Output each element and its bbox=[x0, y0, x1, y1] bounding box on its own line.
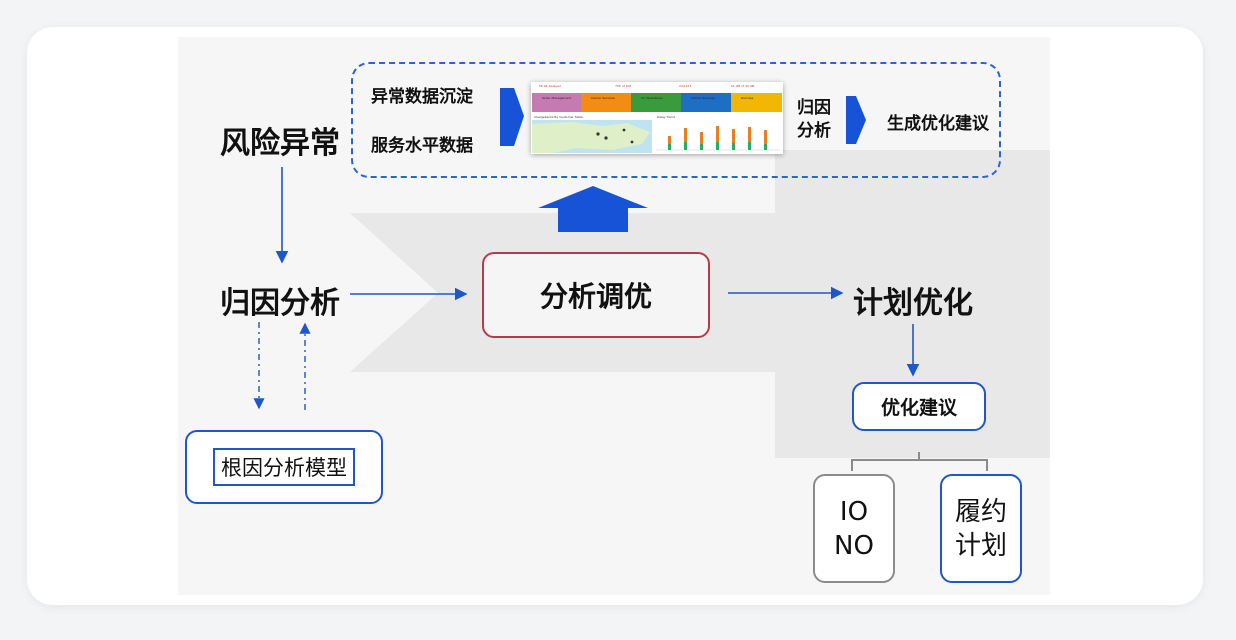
label-service-level-data: 服务水平数据 bbox=[371, 136, 473, 156]
dashboard-tile: Air Operations bbox=[631, 93, 681, 112]
dashboard-charts bbox=[532, 120, 780, 153]
panel-chevron-2 bbox=[846, 96, 866, 144]
node-plan-optimization: 计划优化 bbox=[853, 286, 973, 321]
node-root-cause-analysis: 归因分析 bbox=[220, 286, 340, 321]
up-block-arrow bbox=[538, 186, 648, 232]
process-panel bbox=[351, 62, 1001, 178]
dashboard-tile: Rail Ops bbox=[731, 93, 782, 112]
node-fulfillment-plan: 履约 计划 bbox=[940, 474, 1022, 583]
dashboard-tile: Order Management bbox=[532, 93, 581, 112]
kpi-3: 244,913 bbox=[679, 84, 692, 88]
node-io-no: IO NO bbox=[813, 474, 895, 583]
node-root-cause-model: 根因分析模型 bbox=[185, 430, 383, 504]
panel-chevron-1 bbox=[500, 88, 524, 146]
node-risk-anomaly: 风险异常 bbox=[220, 126, 340, 161]
dashboard-map-title: Chargebacks By Customer State bbox=[534, 115, 583, 119]
advice-bracket bbox=[851, 452, 988, 471]
dashboard-thumbnail: 56.0K Delayed 70K of 100 244,913 $1.4M o… bbox=[531, 82, 783, 154]
kpi-4: $1.4M of $2.4M bbox=[731, 84, 755, 88]
dashboard-trend-title: Delay Trend bbox=[657, 115, 675, 119]
label-generate-advice: 生成优化建议 bbox=[887, 114, 989, 134]
root-cause-model-label: 根因分析模型 bbox=[213, 448, 355, 486]
label-attribution: 归因 分析 bbox=[797, 98, 831, 141]
dashboard-tile: Carrier Services bbox=[681, 93, 731, 112]
kpi-1: 56.0K Delayed bbox=[539, 84, 561, 88]
dashboard-tile: Carrier Services bbox=[581, 93, 631, 112]
node-analysis-tuning: 分析调优 bbox=[482, 252, 710, 338]
label-abnormal-data: 异常数据沉淀 bbox=[371, 87, 473, 107]
node-optimization-advice: 优化建议 bbox=[852, 382, 986, 431]
kpi-2: 70K of 100 bbox=[615, 84, 632, 88]
